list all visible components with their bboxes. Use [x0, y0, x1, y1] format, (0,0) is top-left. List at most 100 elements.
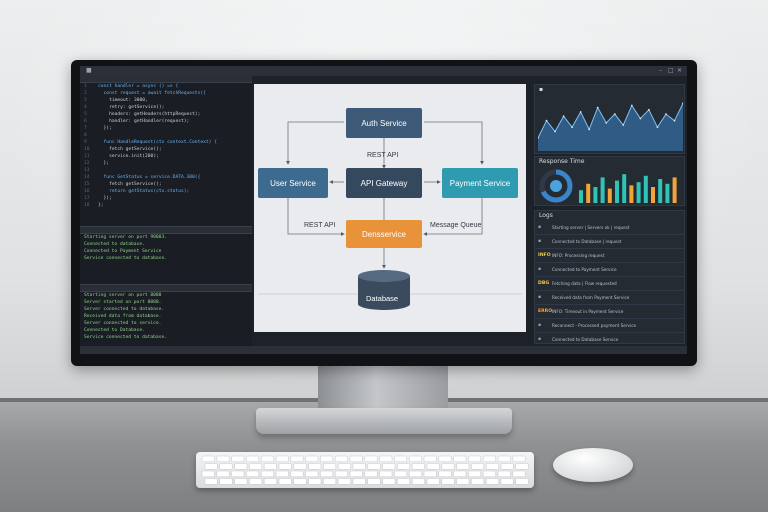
- edge-payment-dense: [423, 196, 483, 236]
- log-list[interactable]: ▪Starting server | Servers ok | request▪…: [535, 221, 684, 347]
- response-time-bar: [643, 175, 648, 203]
- card-menu-icon[interactable]: ▪: [539, 86, 544, 93]
- code-text: service.init(200);: [98, 154, 159, 159]
- log-level: ▪: [538, 337, 542, 342]
- keyboard-key: [456, 463, 470, 470]
- payment-service-node[interactable]: Payment Service: [442, 168, 518, 198]
- log-row[interactable]: ▪Received data from Payment Service: [535, 291, 684, 305]
- keyboard-key: [364, 470, 378, 478]
- keyboard-key: [260, 455, 274, 463]
- log-level: ERRO: [538, 309, 553, 314]
- area-series-line: [537, 103, 684, 139]
- area-point: [665, 113, 667, 116]
- keyboard-key: [231, 470, 245, 478]
- line-number: 3: [84, 98, 87, 103]
- area-point: [554, 130, 556, 133]
- code-line: 10 fetch getService();: [80, 146, 252, 153]
- densservice-label: Densservice: [361, 229, 406, 239]
- database-label: Database: [366, 294, 399, 303]
- line-number: 13: [84, 168, 90, 173]
- terminal-tab-bar-bottom[interactable]: [80, 285, 252, 292]
- code-text: fetch getService();: [98, 147, 162, 152]
- keyboard-key: [305, 455, 319, 463]
- response-time-bar: [622, 174, 627, 203]
- log-text: Starting server | Servers ok | request: [552, 225, 630, 230]
- api-gateway-label: API Gateway: [360, 178, 408, 188]
- log-row[interactable]: ▪Starting server | Servers ok | request: [535, 221, 684, 235]
- keyboard-key: [349, 455, 363, 463]
- keyboard-key: [515, 478, 529, 485]
- code-line: 13: [80, 167, 252, 174]
- terminal-pane-top[interactable]: Starting server on port 98003. Connected …: [80, 226, 252, 282]
- log-row[interactable]: ▪Connected to Database Service: [535, 333, 684, 347]
- keyboard-key: [337, 478, 351, 485]
- keyboard-key: [500, 478, 514, 485]
- log-text: INFO: Timeout in Payment Service: [552, 309, 624, 314]
- keyboard: [196, 452, 534, 488]
- code-line: 3 timeout: 3000,: [80, 97, 252, 104]
- keyboard-key: [367, 463, 381, 470]
- auth-service-node[interactable]: Auth Service: [346, 108, 422, 138]
- minimize-icon[interactable]: –: [659, 67, 662, 74]
- keyboard-key: [204, 463, 218, 470]
- keyboard-key: [249, 463, 263, 470]
- editor-tab-bar[interactable]: [80, 76, 252, 83]
- database-icon[interactable]: [356, 268, 412, 312]
- log-level: DBG: [538, 281, 550, 286]
- log-row[interactable]: ▪Reconnect - Processed payment Service: [535, 319, 684, 333]
- api-gateway-node[interactable]: API Gateway: [346, 168, 422, 198]
- terminal-line: Starting server on port 98003.: [84, 235, 167, 240]
- line-number: 16: [84, 189, 90, 194]
- keyboard-key: [512, 470, 526, 478]
- response-time-bar: [672, 177, 677, 203]
- keyboard-key: [216, 470, 230, 478]
- log-row[interactable]: ▪Connected to Payment Service: [535, 263, 684, 277]
- keyboard-key: [201, 470, 215, 478]
- line-number: 11: [84, 154, 90, 159]
- line-number: 10: [84, 147, 90, 152]
- log-row[interactable]: ▪Connected to Database | request: [535, 235, 684, 249]
- close-icon[interactable]: ✕: [677, 67, 683, 74]
- terminal-line: Connected to database.: [84, 242, 145, 247]
- keyboard-key: [426, 478, 440, 485]
- keyboard-key: [497, 455, 511, 463]
- keyboard-key: [290, 470, 304, 478]
- response-time-bar: [658, 179, 663, 203]
- area-point: [588, 128, 591, 131]
- maximize-icon[interactable]: □: [668, 67, 674, 74]
- code-line: 17 });: [80, 195, 252, 202]
- keyboard-key: [323, 463, 337, 470]
- response-time-bar: [636, 182, 641, 203]
- code-text: timeout: 3000,: [98, 98, 148, 103]
- terminal-tab-bar-top[interactable]: [80, 227, 252, 234]
- logs-card: Logs ▪Starting server | Servers ok | req…: [534, 210, 685, 347]
- app-menu-icon[interactable]: ■: [86, 67, 92, 74]
- code-text: const handler = async () => {: [98, 84, 179, 89]
- terminal-line: Server connected to service.: [84, 321, 162, 326]
- keyboard-key: [438, 455, 452, 463]
- line-number: 9: [84, 140, 87, 145]
- keyboard-key: [219, 463, 233, 470]
- log-level: ▪: [538, 239, 542, 244]
- keyboard-key: [438, 470, 452, 478]
- line-number: 7: [84, 126, 87, 131]
- densservice-node[interactable]: Densservice: [346, 220, 422, 248]
- terminal-line: Connected to Database.: [84, 328, 145, 333]
- keyboard-key: [323, 478, 337, 485]
- log-text: INFO: Processing request: [552, 253, 605, 258]
- log-level: ▪: [538, 295, 542, 300]
- keyboard-key: [408, 455, 422, 463]
- line-number: 17: [84, 196, 90, 201]
- keyboard-key: [216, 455, 230, 463]
- logs-title: Logs: [539, 212, 553, 219]
- architecture-diagram: Auth Service User Service API Gateway Pa…: [254, 84, 526, 332]
- user-service-node[interactable]: User Service: [258, 168, 328, 198]
- keyboard-key: [512, 455, 526, 463]
- keyboard-key: [471, 463, 485, 470]
